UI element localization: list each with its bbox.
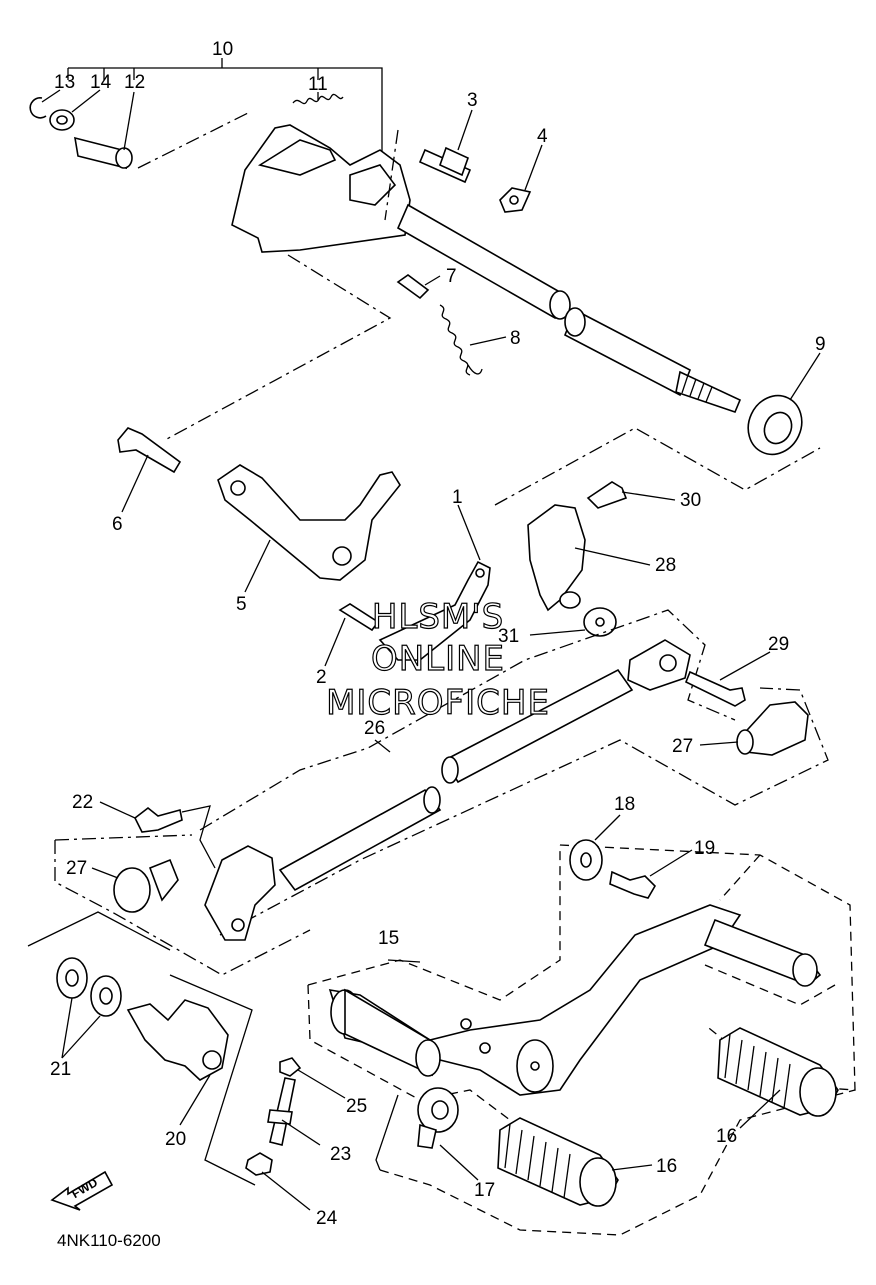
footrest-rubber-16-right <box>717 1027 839 1117</box>
callout-27-left: 27 <box>66 858 87 879</box>
callout-numbers: 10 13 14 12 11 3 4 7 8 9 6 5 1 30 28 2 3… <box>50 39 826 1229</box>
callout-10: 10 <box>212 39 233 60</box>
shift-arm-left <box>27 834 311 976</box>
joint-20 <box>126 974 256 1186</box>
callout-13: 13 <box>54 72 75 93</box>
bolt-29 <box>684 670 746 707</box>
callout-26: 26 <box>364 718 385 739</box>
callout-23: 23 <box>330 1144 351 1165</box>
callout-19: 19 <box>694 838 715 859</box>
callout-5: 5 <box>236 594 247 615</box>
callout-21: 21 <box>50 1059 71 1080</box>
circlip-13 <box>29 97 47 119</box>
bolt-30 <box>586 481 628 509</box>
washer-14 <box>49 109 75 131</box>
shift-arm-5 <box>217 464 401 581</box>
watermark-line-1: HLSM'S <box>372 597 504 637</box>
bolt-7 <box>396 274 430 300</box>
callout-18: 18 <box>614 794 635 815</box>
joint-27-left <box>113 858 179 913</box>
shift-shaft-assy-9 <box>137 112 742 441</box>
bolt-22 <box>133 805 216 869</box>
callout-8: 8 <box>510 328 521 349</box>
assembly-bracket-10 <box>67 58 383 160</box>
bolt-23 <box>267 1077 296 1146</box>
spring-11 <box>292 93 344 105</box>
bolt-3 <box>418 146 472 184</box>
callout-7: 7 <box>446 266 457 287</box>
callout-2: 2 <box>316 667 327 688</box>
shift-lever-1 <box>378 560 491 661</box>
callout-6: 6 <box>112 514 123 535</box>
nut-25 <box>279 1057 302 1077</box>
nut-24 <box>245 1152 273 1176</box>
callout-31: 31 <box>498 626 519 647</box>
joint-28 <box>494 427 821 612</box>
callout-12: 12 <box>124 72 145 93</box>
shift-rod-26 <box>199 609 829 936</box>
diagram-code: 4NK110-6200 <box>57 1231 161 1250</box>
callout-29: 29 <box>768 634 789 655</box>
washer-31 <box>583 607 617 637</box>
washers-21 <box>56 957 122 1017</box>
leader-lines <box>41 89 821 1211</box>
callout-24: 24 <box>316 1208 338 1229</box>
callout-3: 3 <box>467 90 478 111</box>
callout-25: 25 <box>346 1096 367 1117</box>
callout-15: 15 <box>378 928 399 949</box>
callout-4: 4 <box>537 126 548 147</box>
footrest-rubber-16-left <box>497 1117 619 1207</box>
callout-14: 14 <box>90 72 112 93</box>
callout-9: 9 <box>815 334 826 355</box>
bolt-6 <box>117 427 182 474</box>
pedal-15 <box>307 844 856 1236</box>
joint-27-right <box>736 701 809 756</box>
callout-20: 20 <box>165 1129 186 1150</box>
bolt-19 <box>609 870 657 899</box>
washer-18 <box>569 839 603 881</box>
callout-22: 22 <box>72 792 93 813</box>
clip-4 <box>499 187 532 213</box>
callout-27-right: 27 <box>672 736 693 757</box>
callout-1: 1 <box>452 487 463 508</box>
callout-17: 17 <box>474 1180 495 1201</box>
oil-seal-9 <box>747 394 803 456</box>
fwd-arrow-icon: FWD <box>50 1170 114 1211</box>
watermark: HLSM'S ONLINE MICROFICHE <box>325 596 550 723</box>
spring-8 <box>439 304 483 376</box>
callout-28: 28 <box>655 555 676 576</box>
watermark-line-3: MICROFICHE <box>326 683 550 723</box>
callout-11: 11 <box>308 74 328 95</box>
callout-16-right: 16 <box>716 1126 737 1147</box>
bolt-17 <box>375 1087 459 1171</box>
watermark-line-2: ONLINE <box>371 639 505 679</box>
callout-16-left: 16 <box>656 1156 677 1177</box>
screw-2 <box>338 603 380 632</box>
callout-30: 30 <box>680 490 701 511</box>
collar-12 <box>74 136 133 170</box>
